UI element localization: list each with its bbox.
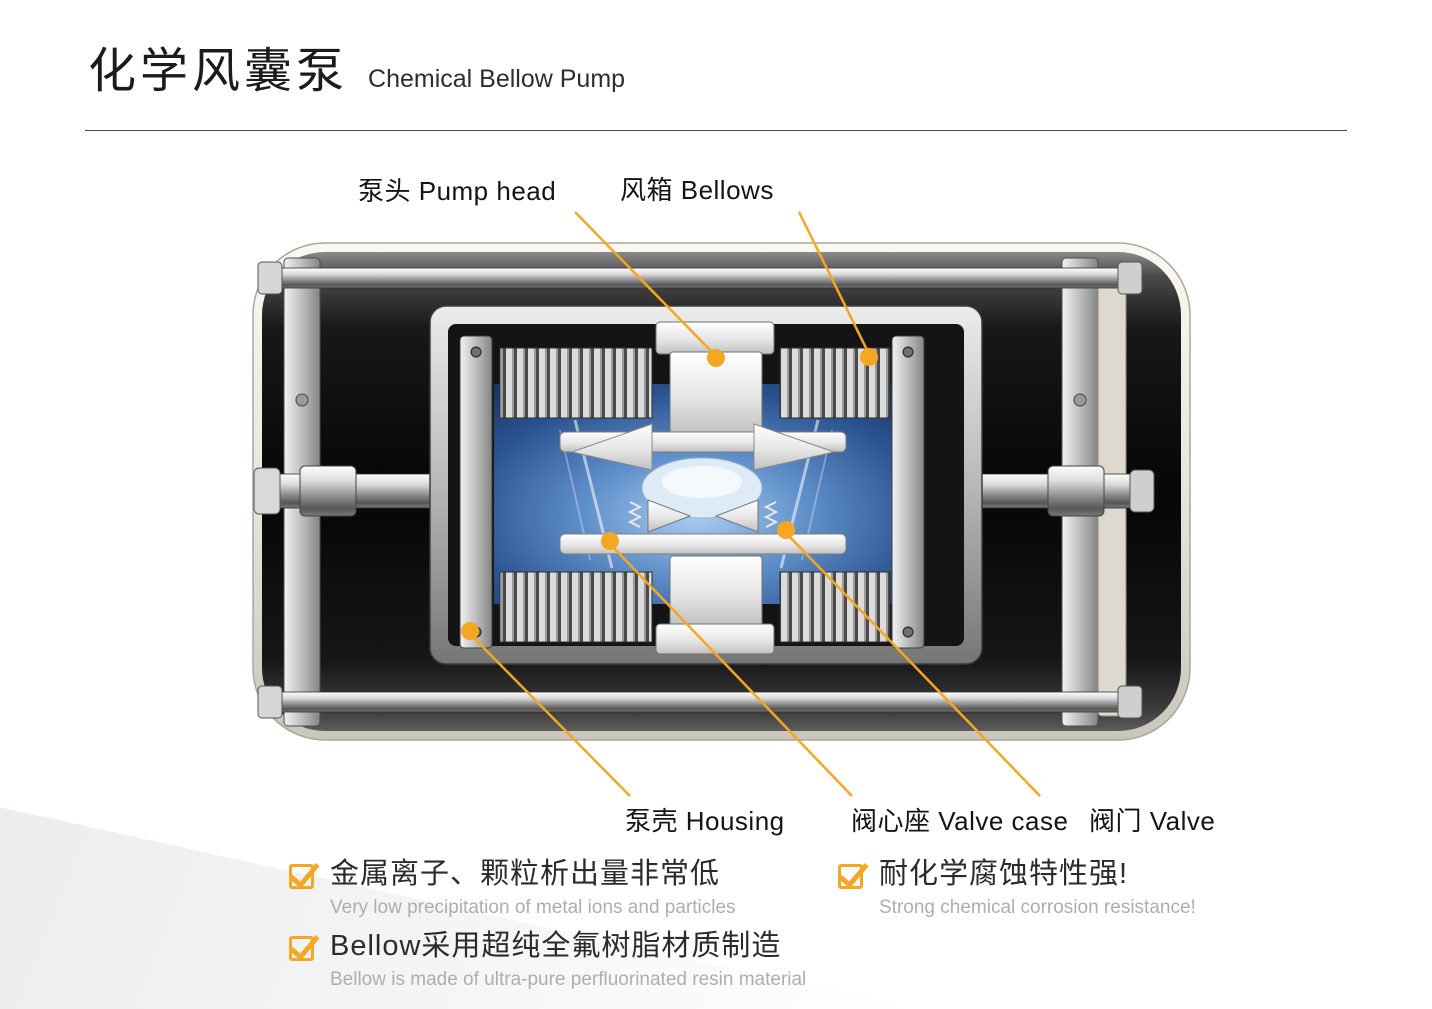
label-valve: 阀门 Valve <box>1089 806 1216 836</box>
check-icon <box>289 936 314 961</box>
feature-text: Bellow采用超纯全氟树脂材质制造 Bellow is made of ult… <box>330 930 806 991</box>
bellows-top-left <box>499 347 653 419</box>
check-icon <box>289 864 314 889</box>
marker-bellows-dot <box>860 348 878 366</box>
feature-item-resin-material: Bellow采用超纯全氟树脂材质制造 Bellow is made of ult… <box>289 930 806 991</box>
feature-en: Very low precipitation of metal ions and… <box>330 897 736 919</box>
label-bellows: 风箱 Bellows <box>620 175 774 205</box>
tie-rod-top <box>257 261 1143 295</box>
valve-manifolds <box>559 423 847 555</box>
marker-valve-dot <box>777 521 795 539</box>
tie-rod-bottom <box>257 685 1143 719</box>
flange-bolt <box>902 346 914 358</box>
page-title-zh: 化学风囊泵 <box>88 45 349 98</box>
header: 化学风囊泵 Chemical Bellow Pump <box>88 44 625 99</box>
feature-zh: Bellow采用超纯全氟树脂材质制造 <box>330 930 782 962</box>
feature-text: 耐化学腐蚀特性强! Strong chemical corrosion resi… <box>879 858 1196 919</box>
label-valve-case: 阀心座 Valve case <box>851 806 1069 836</box>
feature-item-metal-ions: 金属离子、颗粒析出量非常低 Very low precipitation of … <box>289 858 736 919</box>
plate-bolt <box>1073 393 1087 407</box>
page-title-en: Chemical Bellow Pump <box>368 65 626 93</box>
flange-bolt <box>470 346 482 358</box>
callout-lines <box>469 211 1041 797</box>
label-housing: 泵壳 Housing <box>625 806 785 836</box>
feature-zh: 耐化学腐蚀特性强! <box>879 858 1129 890</box>
marker-valve-case-dot <box>601 532 619 550</box>
flange-bolt <box>902 626 914 638</box>
callout-markers <box>461 348 878 640</box>
valve-core <box>627 457 779 533</box>
marker-pump-head-dot <box>707 349 725 367</box>
plate-bolt <box>295 393 309 407</box>
bellows-bottom-left <box>499 571 653 643</box>
pump-head-center-block <box>655 321 775 655</box>
feature-text: 金属离子、颗粒析出量非常低 Very low precipitation of … <box>330 858 736 919</box>
bellows-flange-left <box>459 335 493 649</box>
bellows-flange-right <box>891 335 925 649</box>
header-divider <box>85 130 1347 131</box>
feature-zh: 金属离子、颗粒析出量非常低 <box>330 858 721 890</box>
label-pump-head: 泵头 Pump head <box>358 176 557 206</box>
check-icon <box>838 864 863 889</box>
feature-item-corrosion: 耐化学腐蚀特性强! Strong chemical corrosion resi… <box>838 858 1196 919</box>
marker-housing-dot <box>461 622 479 640</box>
feature-en: Bellow is made of ultra-pure perfluorina… <box>330 969 807 991</box>
feature-en: Strong chemical corrosion resistance! <box>879 897 1196 919</box>
